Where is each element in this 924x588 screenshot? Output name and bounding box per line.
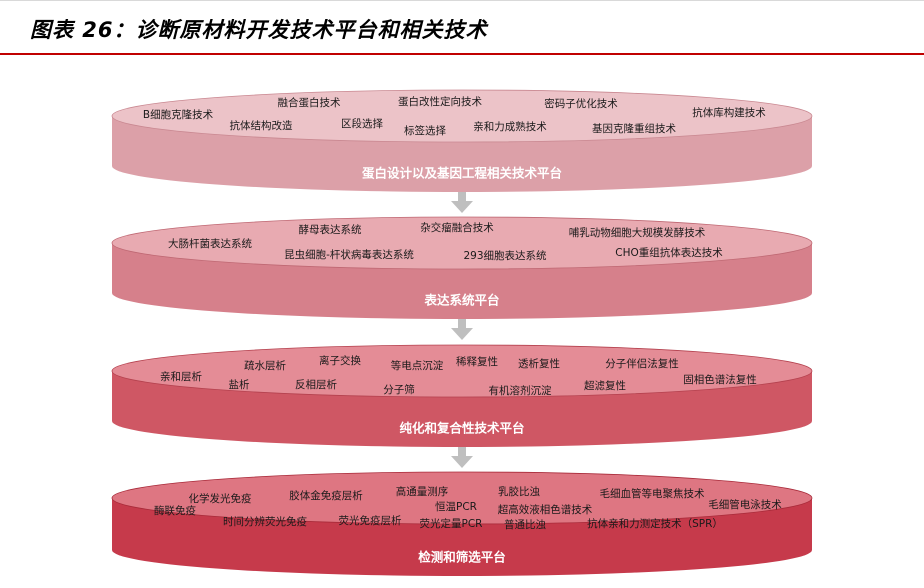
- disc-top: [111, 471, 813, 525]
- technology-label: 大肠杆菌表达系统: [168, 237, 252, 250]
- technology-label: 有机溶剂沉淀: [489, 384, 552, 397]
- technology-label: 高通量测序: [396, 485, 449, 498]
- technology-label: 疏水层析: [244, 359, 286, 372]
- figure-title-bar: 图表 26：诊断原材料开发技术平台和相关技术: [0, 0, 924, 55]
- disc-top: [111, 344, 813, 398]
- technology-label: 等电点沉淀: [391, 359, 444, 372]
- technology-label: 稀释复性: [456, 355, 498, 368]
- technology-label: 293细胞表达系统: [463, 249, 547, 262]
- technology-label: 分子筛: [383, 383, 415, 396]
- technology-label: 抗体结构改造: [230, 119, 293, 132]
- technology-label: 亲和力成熟技术: [473, 120, 547, 133]
- down-arrow-icon: [451, 446, 473, 468]
- platform-disc: B细胞克隆技术 融合蛋白技术 蛋白改性定向技术 密码子优化技术抗体库构建技术抗体结构改…: [111, 89, 813, 192]
- technology-label: 毛细管电泳技术: [708, 498, 782, 511]
- technology-label: 荧光免疫层析: [339, 514, 402, 527]
- technology-label: 反相层析: [295, 378, 337, 391]
- technology-label: 固相色谱法复性: [683, 373, 757, 386]
- technology-label: 超滤复性: [584, 379, 626, 392]
- figure-title: 图表 26：诊断原材料开发技术平台和相关技术: [30, 18, 488, 42]
- technology-label: 离子交换: [319, 354, 361, 367]
- platform-disc: 酵母表达系统 杂交瘤融合技术 哺乳动物细胞大规模发酵技术大肠杆菌表达系统昆虫细胞-杆…: [111, 216, 813, 319]
- platform-name: 检测和筛选平台: [418, 550, 506, 565]
- technology-label: 蛋白改性定向技术: [398, 95, 482, 108]
- technology-label: 区段选择: [341, 117, 383, 130]
- platform-name: 纯化和复合性技术平台: [399, 421, 524, 436]
- technology-label: 化学发光免疫: [189, 492, 252, 505]
- technology-label: 融合蛋白技术: [278, 96, 341, 109]
- technology-label: 基因克隆重组技术: [592, 122, 676, 135]
- technology-label: 酶联免疫: [154, 504, 196, 517]
- technology-label: 时间分辨荧光免疫: [223, 515, 307, 528]
- technology-label: 恒温PCR: [435, 500, 477, 513]
- technology-label: 杂交瘤融合技术: [420, 221, 494, 234]
- platform-disc: 疏水层析 离子交换 等电点沉淀稀释复性 透析复性 分子伴侣法复性亲和层析盐析 反相层析 分子…: [111, 344, 813, 447]
- down-arrow-icon: [451, 191, 473, 213]
- platform-name: 蛋白设计以及基因工程相关技术平台: [362, 166, 562, 181]
- top-divider: [0, 0, 924, 1]
- technology-label: 抗体库构建技术: [692, 106, 766, 119]
- technology-label: 密码子优化技术: [544, 97, 618, 110]
- technology-label: 分子伴侣法复性: [605, 357, 679, 370]
- technology-label: 亲和层析: [160, 370, 202, 383]
- technology-label: 普通比浊: [504, 518, 546, 531]
- technology-label: CHO重组抗体表达技术: [615, 246, 723, 259]
- disc-top: [111, 89, 813, 143]
- down-arrow-icon: [451, 318, 473, 340]
- title-underline: [0, 53, 924, 55]
- technology-label: B细胞克隆技术: [143, 108, 214, 121]
- technology-label: 盐析: [229, 378, 250, 391]
- technology-label: 抗体亲和力测定技术（SPR）: [587, 517, 723, 530]
- platform-name: 表达系统平台: [423, 293, 499, 308]
- technology-label: 毛细血管等电聚焦技术: [600, 487, 705, 500]
- technology-label: 昆虫细胞-杆状病毒表达系统: [284, 248, 414, 261]
- technology-label: 哺乳动物细胞大规模发酵技术: [569, 226, 706, 239]
- technology-label: 胶体金免疫层析: [289, 489, 363, 502]
- technology-label: 超高效液相色谱技术: [498, 503, 593, 516]
- technology-label: 酵母表达系统: [299, 223, 362, 236]
- disc-top: [111, 216, 813, 270]
- technology-label: 透析复性: [518, 357, 560, 370]
- technology-label: 荧光定量PCR: [420, 517, 483, 530]
- technology-label: 标签选择: [404, 124, 446, 137]
- technology-label: 乳胶比浊: [498, 485, 540, 498]
